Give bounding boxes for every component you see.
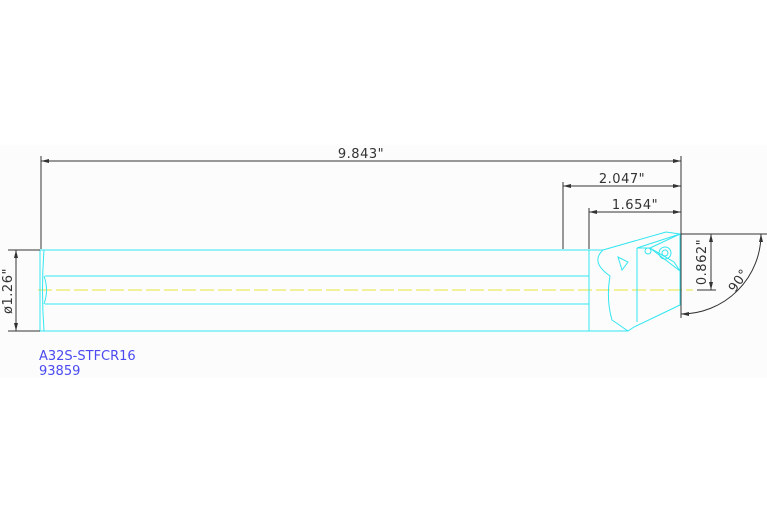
drawing-sheet [0,145,767,378]
offset-label: 0.862" [695,239,710,285]
dimension-head-length-a: 2.047" [562,172,681,249]
dimension-angle: 90° [680,233,763,316]
item-number: 93859 [39,364,80,379]
shank-diameter-label: ø1.26" [1,268,16,314]
dimension-offset: 0.862" [681,233,767,291]
tool-head [597,231,681,332]
angle-label: 90° [726,267,752,296]
insert-screw-icon [658,246,672,260]
dimension-shank-diameter: ø1.26" [1,249,40,332]
head-length-b-label: 1.654" [612,198,658,213]
head-length-a-label: 2.047" [599,172,645,187]
dimension-head-length-b: 1.654" [588,198,681,249]
overall-length-label: 9.843" [338,147,384,162]
part-number: A32S-STFCR16 [39,349,136,364]
dimension-overall-length: 9.843" [40,147,682,318]
